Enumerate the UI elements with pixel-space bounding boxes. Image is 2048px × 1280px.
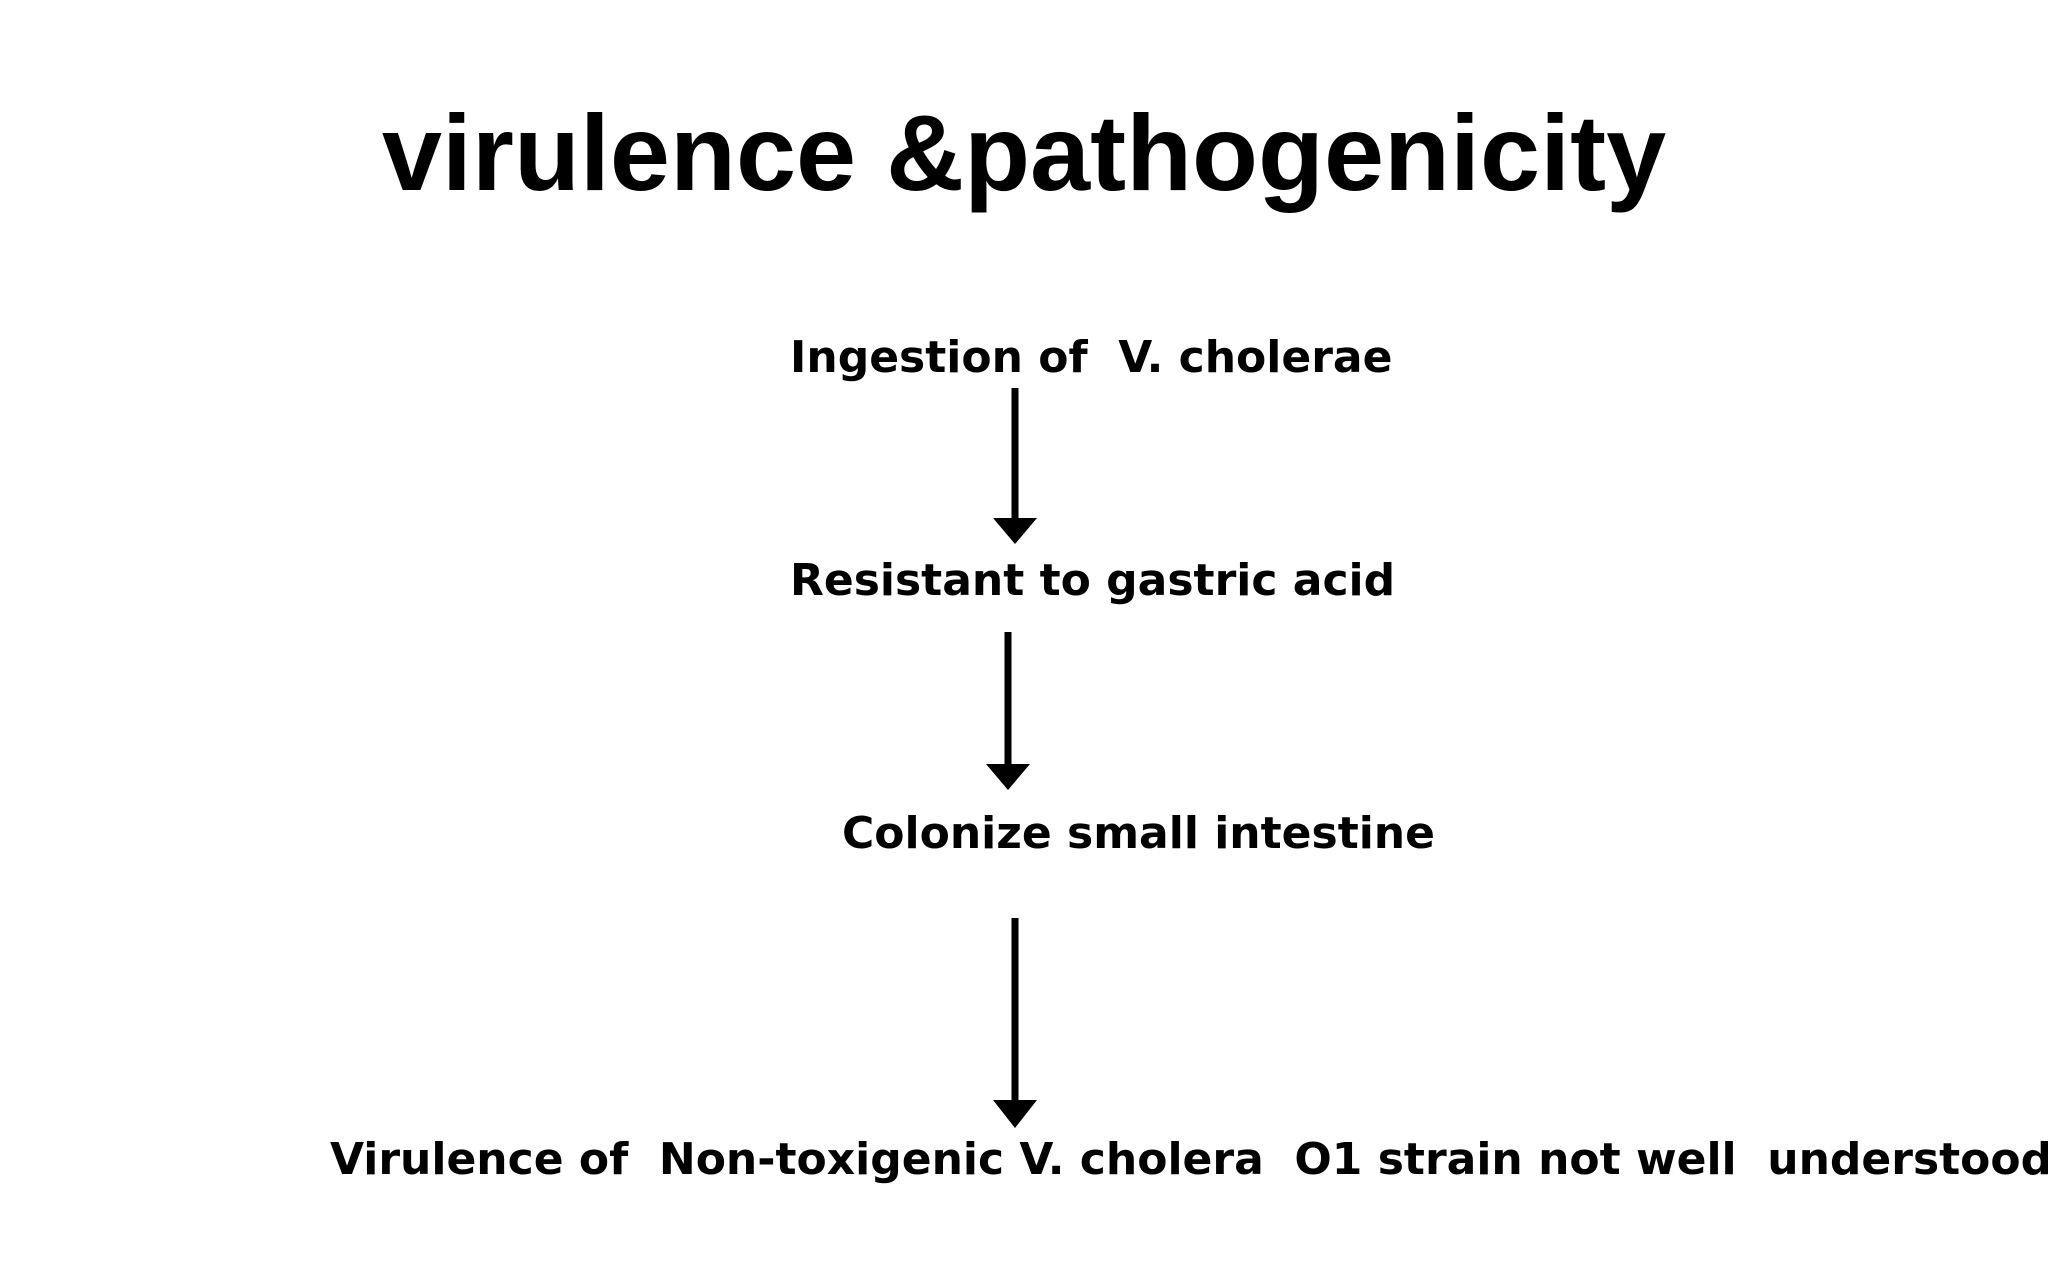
flow-step-colonize: Colonize small intestine <box>842 808 1435 859</box>
flow-step-ingestion: Ingestion of V. cholerae <box>790 332 1393 383</box>
slide-title: virulence &pathogenicity <box>381 92 1667 213</box>
arrow-down-icon <box>993 388 1037 544</box>
arrow-down-icon <box>993 918 1037 1128</box>
flow-step-gastric-acid: Resistant to gastric acid <box>790 555 1396 606</box>
arrow-down-icon <box>986 632 1030 790</box>
flow-step-virulence: Virulence of Non-toxigenic V. cholera O1… <box>330 1134 2048 1185</box>
